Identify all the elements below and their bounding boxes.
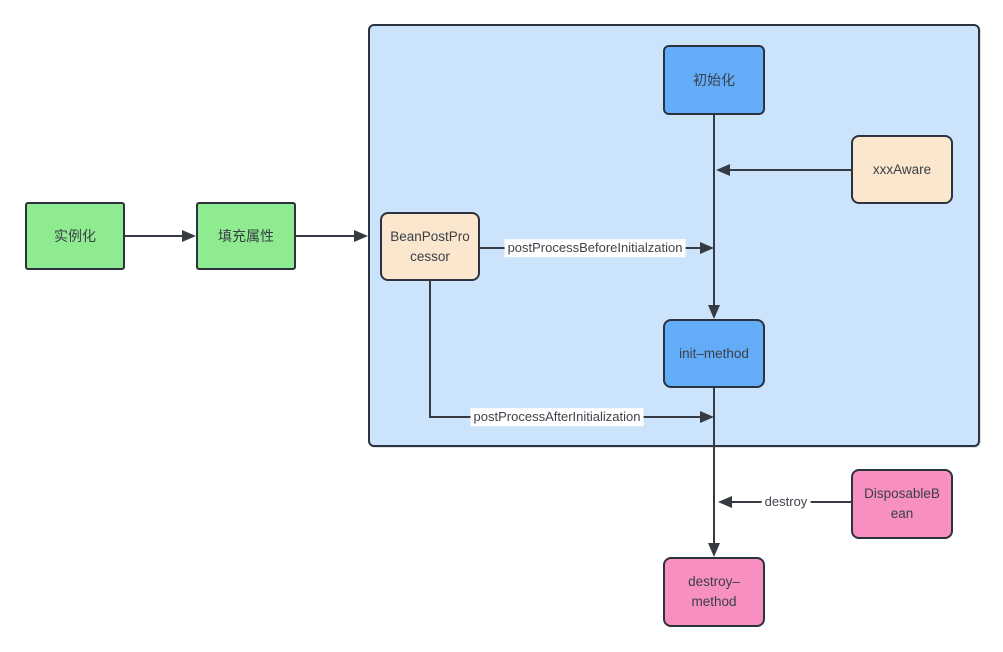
arrowhead-down-icon [708, 543, 720, 557]
node-disposablebean: DisposableB ean [851, 469, 953, 539]
edge-initialize-initmethod [713, 115, 715, 306]
edge-after-vertical [429, 281, 431, 418]
edge-populate-container [296, 235, 354, 237]
edge-label-after: postProcessAfterInitialization [470, 408, 644, 426]
node-xxxaware: xxxAware [851, 135, 953, 204]
node-initialize: 初始化 [663, 45, 765, 115]
arrowhead-left-icon [716, 164, 730, 176]
node-beanpostprocessor: BeanPostPro cessor [380, 212, 480, 281]
arrowhead-left-icon [718, 496, 732, 508]
edge-label-destroy: destroy [761, 493, 811, 511]
node-destroy-method: destroy– method [663, 557, 765, 627]
arrowhead-right-icon [354, 230, 368, 242]
edge-instantiate-populate [125, 235, 182, 237]
arrowhead-right-icon [700, 242, 714, 254]
edge-xxxaware [730, 169, 851, 171]
node-init-method: init–method [663, 319, 765, 388]
arrowhead-right-icon [182, 230, 196, 242]
arrowhead-down-icon [708, 305, 720, 319]
edge-initmethod-destroymethod [713, 388, 715, 544]
arrowhead-right-icon [700, 411, 714, 423]
edge-label-before: postProcessBeforeInitialzation [504, 239, 686, 257]
node-populate-properties: 填充属性 [196, 202, 296, 270]
node-instantiate: 实例化 [25, 202, 125, 270]
